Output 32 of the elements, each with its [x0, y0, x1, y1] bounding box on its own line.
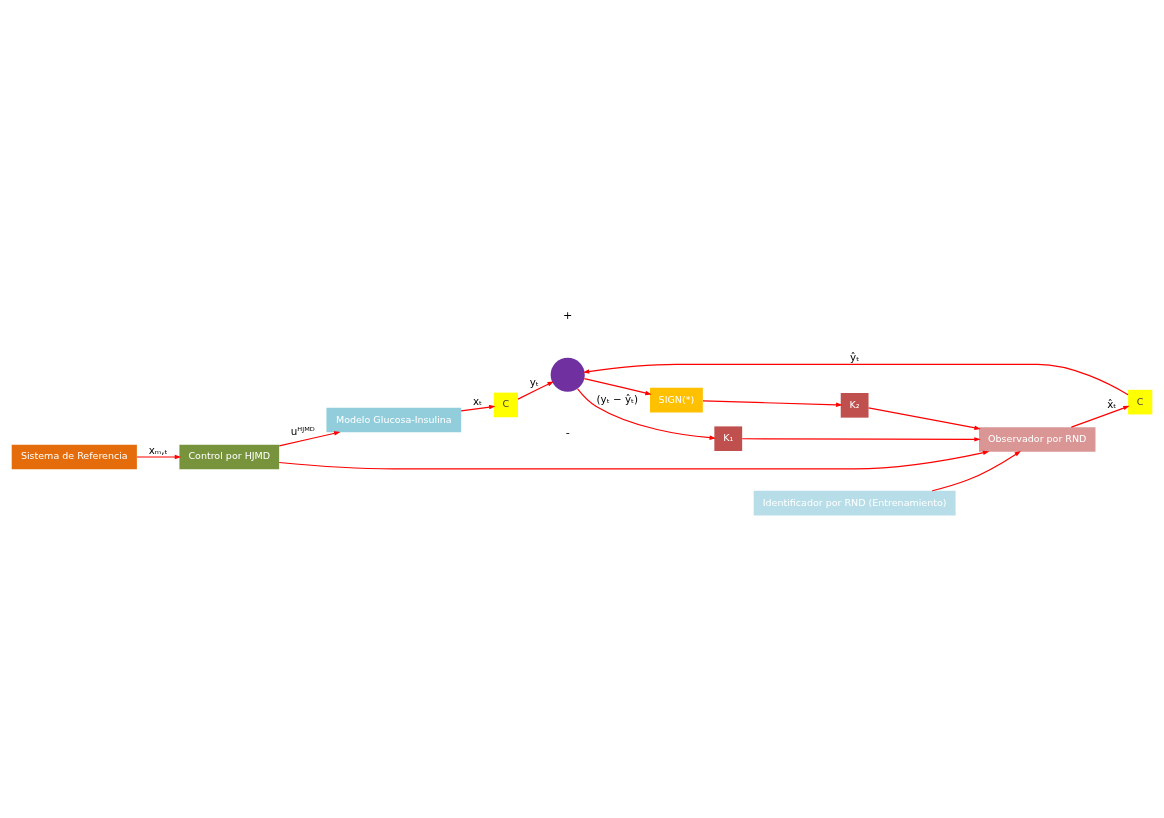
node-box: C: [493, 392, 518, 418]
edge-label: xₜ: [472, 395, 483, 408]
node-circle: [550, 357, 585, 392]
label: +: [563, 308, 573, 322]
edge-label: x̂ₜ: [1107, 398, 1117, 411]
edge-label: (yₜ − ŷₜ): [596, 393, 639, 406]
node-box: Modelo Glucosa-Insulina: [326, 407, 462, 433]
arrow: [1070, 405, 1130, 428]
arrow: [582, 363, 1129, 396]
node-box: Identificador por RND (Entrenamiento): [753, 490, 956, 516]
label: -: [565, 426, 570, 440]
arrow: [583, 377, 652, 396]
arrow: [278, 431, 341, 447]
node-box: K₂: [840, 393, 869, 418]
arrow: [278, 450, 990, 470]
arrow: [702, 400, 843, 407]
node-box: Control por HJMD: [179, 444, 280, 470]
edge-label: xₘ,ₜ: [148, 443, 168, 456]
node-box: Sistema de Referencia: [11, 444, 137, 470]
node-box: K₁: [714, 426, 743, 452]
arrow: [517, 381, 554, 400]
edge-label: yₜ: [529, 375, 539, 388]
edge-label: uᴴᴶᴹᴰ: [290, 425, 315, 438]
node-box: Observador por RND: [979, 427, 1096, 452]
arrow: [460, 404, 496, 412]
arrow: [867, 407, 981, 430]
node-box: C: [1128, 389, 1153, 415]
node-box: SIGN(*): [649, 387, 703, 413]
arrow: [741, 437, 981, 442]
arrow: [931, 450, 1021, 492]
arrow: [136, 454, 182, 460]
edge-label: ŷₜ: [850, 351, 860, 364]
